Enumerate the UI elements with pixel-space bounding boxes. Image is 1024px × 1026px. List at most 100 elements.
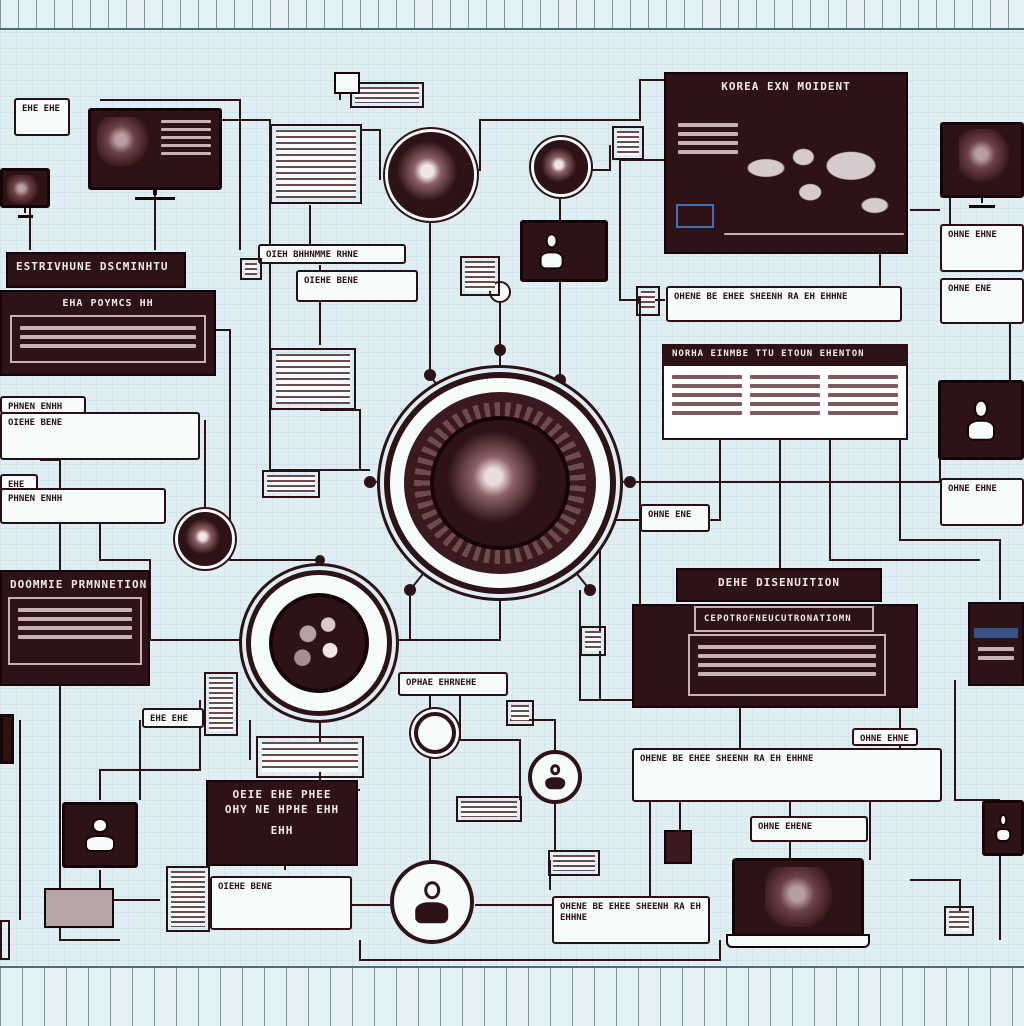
small-square-icon bbox=[240, 258, 262, 280]
small-doc-strip-4 bbox=[548, 850, 600, 876]
right-edge-accent bbox=[974, 628, 1018, 638]
small-square-icon-2 bbox=[506, 700, 534, 726]
globe-top[interactable] bbox=[388, 132, 474, 218]
small-doc-strip bbox=[350, 82, 424, 108]
screen-graphic bbox=[959, 129, 1015, 185]
small-doc-strip-3 bbox=[456, 796, 522, 822]
small-node-icon[interactable] bbox=[414, 712, 456, 754]
user-icon bbox=[535, 231, 568, 270]
bottom-center-line-2: OHY NE HPHE EHH bbox=[224, 803, 340, 816]
small-square-icon-3 bbox=[580, 626, 606, 656]
map-side-text bbox=[670, 114, 746, 163]
user-icon bbox=[79, 817, 121, 853]
right-edge-panel[interactable] bbox=[968, 602, 1024, 686]
left-top-panel[interactable]: EHA POYMCS HH bbox=[0, 290, 216, 376]
laptop-base bbox=[726, 934, 870, 948]
user-avatar-mid[interactable] bbox=[528, 750, 582, 804]
edge-strip bbox=[0, 920, 10, 960]
bottom-center-panel[interactable]: OEIE EHE PHEE OHY NE HPHE EHH EHH bbox=[206, 780, 358, 866]
bottom-right-note: OHENE BE EHEE SHEENH RA EH EHHNE bbox=[632, 748, 942, 802]
top-left-tag: EHE EHE bbox=[14, 98, 70, 136]
top-mid-header: OIEH BHHNMME RHNE bbox=[258, 244, 406, 264]
media-thumb bbox=[44, 888, 114, 928]
center-small-label: OHNE ENE bbox=[640, 504, 710, 532]
left-top-title-panel[interactable]: ESTRIVHUNE DSCMINHTU bbox=[6, 252, 186, 288]
bottom-mid-note: OHENE BE EHEE SHEENH RA EH EHHNE bbox=[552, 896, 710, 944]
screen-graphic bbox=[7, 175, 43, 205]
left-top-textbox bbox=[10, 315, 206, 363]
bottom-mid-label: OPHAE EHRNEHE bbox=[398, 672, 508, 696]
monitor-edge-left[interactable] bbox=[0, 168, 50, 218]
right-dark-panel[interactable]: CEPOTROFNEUCUTRONATIOMN bbox=[632, 604, 918, 708]
bottom-right-box: OHNE EHENE bbox=[750, 816, 868, 842]
document-strip bbox=[256, 736, 364, 778]
left-top-subtitle: EHA POYMCS HH bbox=[62, 298, 154, 309]
right-document-panel[interactable]: NORHA EINMBE TTU ETOUN EHENTON bbox=[662, 344, 908, 440]
right-document-columns bbox=[664, 366, 906, 424]
small-phone-icon bbox=[664, 830, 692, 864]
monitor-screen bbox=[88, 108, 222, 190]
top-ruler bbox=[0, 0, 1024, 30]
right-note-2: OHNE ENE bbox=[940, 278, 1024, 324]
user-monitor[interactable] bbox=[520, 220, 608, 282]
globe-left[interactable] bbox=[178, 512, 232, 566]
monitor-stand bbox=[17, 205, 33, 218]
monitor-screen bbox=[940, 122, 1024, 198]
small-doc-strip-2 bbox=[262, 470, 320, 498]
small-doc-icon-3 bbox=[204, 672, 238, 736]
user-avatar-left[interactable] bbox=[62, 802, 138, 868]
left-note-1: OIEHE BENE bbox=[0, 412, 200, 460]
document-stack[interactable] bbox=[270, 348, 356, 410]
right-document-title: NORHA EINMBE TTU ETOUN EHENTON bbox=[664, 346, 906, 366]
right-long-label: OHENE BE EHEE SHEENH RA EH EHHNE bbox=[666, 286, 902, 322]
edge-monitor-left[interactable] bbox=[0, 714, 14, 764]
document-icon[interactable] bbox=[270, 124, 362, 204]
right-note-3: OHNE EHNE bbox=[940, 478, 1024, 526]
map-panel[interactable]: KOREA EXN MOIDENT bbox=[664, 72, 908, 254]
hub-globe-icon bbox=[430, 416, 570, 550]
bottom-ruler bbox=[0, 966, 1024, 1026]
bottom-center-line-3: EHH bbox=[270, 824, 294, 837]
right-dark-subtitle: CEPOTROFNEUCUTRONATIOMN bbox=[694, 606, 874, 632]
left-mid-title: DOOMMIE PRMNNETION bbox=[10, 578, 148, 591]
user-avatar-edge[interactable] bbox=[982, 800, 1024, 856]
main-hub[interactable] bbox=[384, 372, 616, 594]
user-icon bbox=[992, 813, 1014, 843]
user-icon bbox=[409, 879, 455, 925]
right-dark-title-panel[interactable]: DEHE DISENUITION bbox=[676, 568, 882, 602]
lower-small-label: EHE EHE bbox=[142, 708, 204, 728]
list-card-icon bbox=[166, 866, 210, 932]
secondary-hub[interactable] bbox=[246, 570, 392, 716]
left-mid-textbox bbox=[8, 597, 142, 665]
left-top-title: ESTRIVHUNE DSCMINHTU bbox=[16, 260, 169, 273]
monitor-screen bbox=[0, 168, 50, 208]
flower-icon bbox=[269, 593, 369, 693]
laptop-screen bbox=[732, 858, 864, 938]
screen-graphic bbox=[765, 867, 845, 927]
monitor-top-left[interactable] bbox=[88, 108, 222, 200]
laptop[interactable] bbox=[726, 858, 870, 948]
user-icon bbox=[541, 763, 569, 791]
map-selection-marker[interactable] bbox=[676, 204, 714, 228]
small-monitor-icon bbox=[334, 72, 360, 94]
small-square-icon-4 bbox=[944, 906, 974, 936]
user-monitor-right[interactable] bbox=[938, 380, 1024, 460]
map-panel-title: KOREA EXN MOIDENT bbox=[721, 80, 851, 93]
user-avatar-bottom[interactable] bbox=[390, 860, 474, 944]
monitor-stand bbox=[969, 195, 995, 208]
user-icon bbox=[961, 398, 1001, 442]
globe-top-right[interactable] bbox=[534, 140, 588, 194]
screen-graphic bbox=[97, 117, 157, 167]
monitor-stand bbox=[134, 187, 176, 200]
doc-card-icon bbox=[460, 256, 500, 296]
monitor-right-top[interactable] bbox=[940, 122, 1024, 208]
right-dark-title: DEHE DISENUITION bbox=[718, 576, 840, 589]
left-mid-panel[interactable]: DOOMMIE PRMNNETION bbox=[0, 570, 150, 686]
bottom-right-tag: OHNE EHNE bbox=[852, 728, 918, 746]
bottom-left-note: OIEHE BENE bbox=[210, 876, 352, 930]
screen-text bbox=[161, 115, 211, 160]
left-note-2: PHNEN ENHH bbox=[0, 488, 166, 524]
map-footer-text bbox=[716, 224, 912, 244]
small-doc-icon bbox=[612, 126, 644, 160]
bottom-center-line-1: OEIE EHE PHEE bbox=[232, 788, 332, 801]
